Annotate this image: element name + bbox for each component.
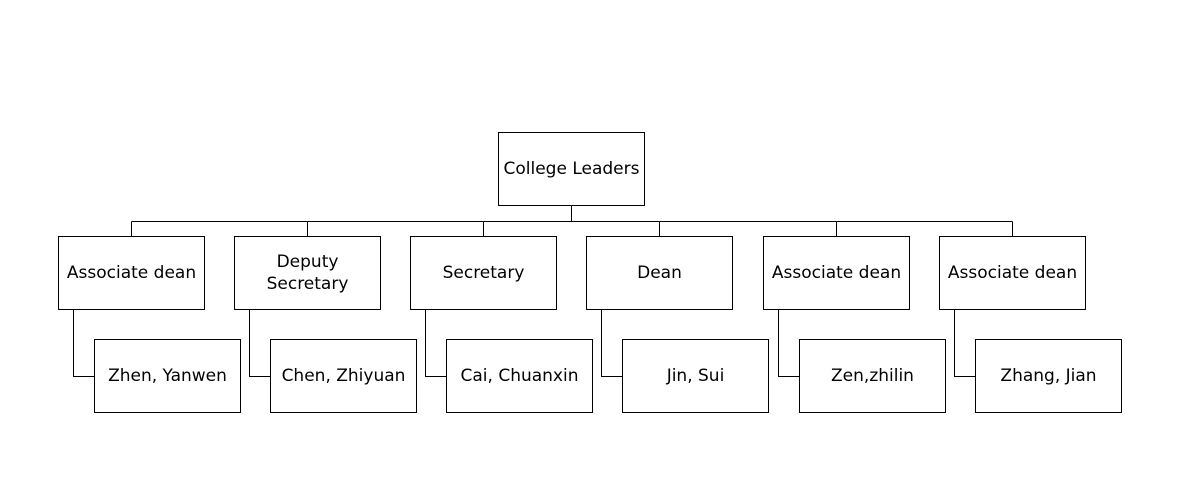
role-label: Dean	[637, 263, 682, 283]
person-node: Zhang, Jian	[975, 339, 1122, 413]
person-connector-6	[954, 309, 976, 377]
role-node: Associate dean	[939, 236, 1086, 310]
person-node: Zhen, Yanwen	[94, 339, 241, 413]
root-node-label: College Leaders	[503, 159, 640, 179]
person-node: Jin, Sui	[622, 339, 769, 413]
person-connector-3	[425, 309, 447, 377]
person-name: Chen, Zhiyuan	[281, 366, 406, 386]
role-label: Secretary	[442, 263, 525, 283]
role-node: Deputy Secretary	[234, 236, 381, 310]
person-name: Zen,zhilin	[831, 366, 914, 386]
role-node: Associate dean	[763, 236, 910, 310]
role-node: Dean	[586, 236, 733, 310]
role-node: Secretary	[410, 236, 557, 310]
person-name: Zhen, Yanwen	[108, 366, 227, 386]
person-connector-1	[73, 309, 95, 377]
person-connector-5	[778, 309, 800, 377]
person-node: Zen,zhilin	[799, 339, 946, 413]
role-node: Associate dean	[58, 236, 205, 310]
person-name: Cai, Chuanxin	[460, 366, 579, 386]
role-label: Associate dean	[66, 263, 197, 283]
person-connector-4	[601, 309, 623, 377]
role-label: Associate dean	[771, 263, 902, 283]
root-node: College Leaders	[498, 132, 645, 206]
person-node: Chen, Zhiyuan	[270, 339, 417, 413]
person-node: Cai, Chuanxin	[446, 339, 593, 413]
role-label: Deputy Secretary	[266, 252, 349, 294]
person-name: Jin, Sui	[666, 366, 725, 386]
person-connector-2	[249, 309, 271, 377]
role-label: Associate dean	[947, 263, 1078, 283]
person-name: Zhang, Jian	[1000, 366, 1097, 386]
